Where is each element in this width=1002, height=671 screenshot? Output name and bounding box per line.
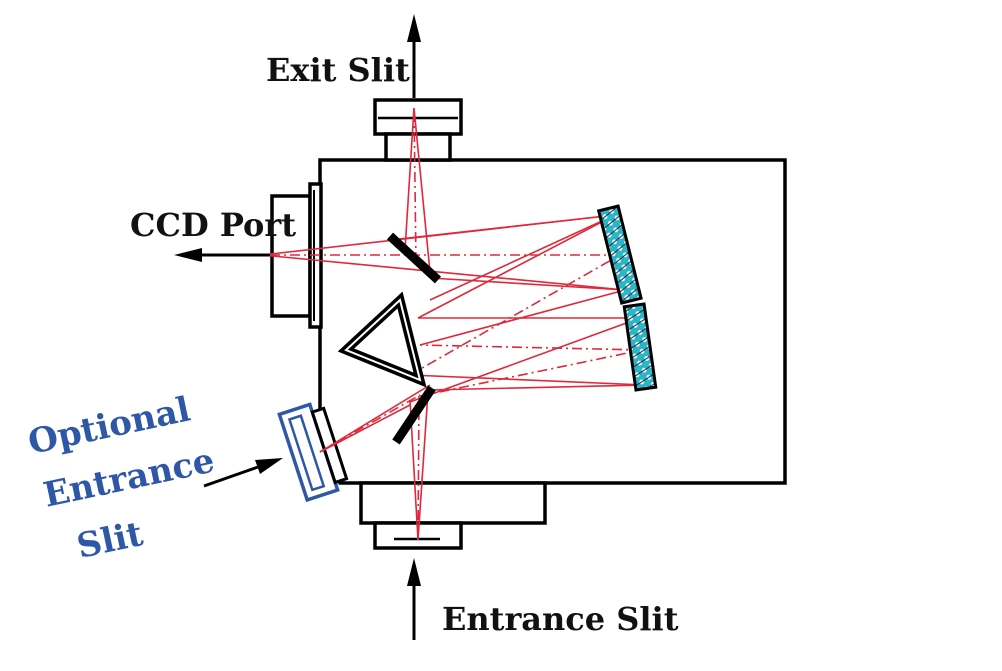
housing-outline — [318, 158, 787, 485]
exit-slit-label: Exit Slit — [266, 51, 410, 89]
lower-grating — [622, 302, 658, 392]
svg-text:Slit: Slit — [73, 514, 146, 567]
optional-entrance-slit-label: Optional Entrance Slit — [25, 389, 218, 567]
entrance-slit-assembly — [359, 481, 547, 550]
entrance-slit-arrow — [407, 558, 421, 640]
optional-entrance-slit-assembly — [277, 402, 349, 503]
ccd-port-arrow — [174, 248, 270, 262]
exit-slit-assembly — [373, 98, 463, 162]
upper-grating — [596, 204, 643, 305]
light-rays — [260, 107, 646, 541]
entrance-slit-label: Entrance Slit — [442, 600, 679, 638]
entrance-mirror — [392, 385, 436, 445]
ccd-port-label: CCD Port — [130, 206, 296, 244]
fold-mirror — [386, 232, 442, 284]
prism — [337, 291, 427, 388]
exit-slit-arrow — [407, 14, 421, 98]
optional-entrance-arrow — [203, 458, 283, 488]
